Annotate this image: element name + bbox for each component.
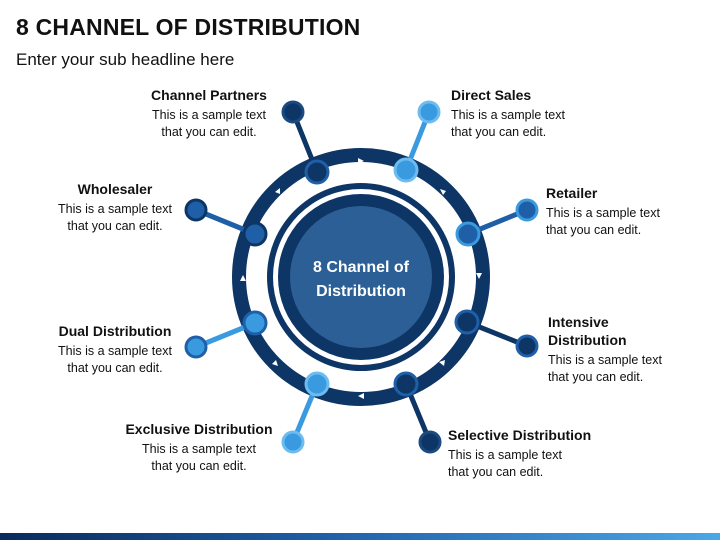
item-desc-line2: that you can edit. [448,465,544,479]
ring-arrow [272,360,278,366]
item-desc-line1: This is a sample text [546,206,660,220]
ring-arrow [240,275,246,281]
item-wholesaler: Wholesaler This is a sample text that yo… [30,180,200,235]
end-node-exclusive-distribution [281,430,305,454]
item-heading: Wholesaler [77,181,153,197]
ring-arrow [275,188,280,194]
ring-arrows [240,158,482,399]
ring-node [242,221,268,247]
ring-node [242,310,268,336]
item-exclusive-distribution: Exclusive Distribution This is a sample … [114,420,284,475]
item-desc-line1: This is a sample text [58,344,172,358]
item-desc-line1: This is a sample text [451,108,565,122]
item-heading: Retailer [546,185,598,201]
item-desc-line2: that you can edit. [548,370,644,384]
outer-ring [232,148,490,406]
ring-node [393,157,419,183]
page-subtitle: Enter your sub headline here [16,50,235,69]
ring-arrow [476,273,482,279]
item-retailer: Retailer This is a sample text that you … [546,184,716,239]
item-desc-line1: This is a sample text [58,202,172,216]
end-node-retailer [515,198,539,222]
item-selective-distribution: Selective Distribution This is a sample … [448,426,618,481]
item-desc-line2: that you can edit. [67,361,163,375]
ring-arrow [440,189,446,195]
end-node-intensive-distribution [515,334,539,358]
item-channel-partners: Channel Partners This is a sample text t… [124,86,294,141]
item-heading: Direct Sales [451,87,532,103]
item-desc-line2: that you can edit. [67,219,163,233]
bottom-accent-bar [0,533,720,540]
item-heading: Dual Distribution [58,323,172,339]
item-desc-line2: that you can edit. [546,223,642,237]
center-label-line2: Distribution [316,283,406,300]
ring-node [455,221,481,247]
end-node-channel-partners [281,100,305,124]
item-heading: Intensive Distribution [548,314,627,348]
item-desc-line1: This is a sample text [152,108,266,122]
item-desc-line1: This is a sample text [548,353,662,367]
item-direct-sales: Direct Sales This is a sample text that … [451,86,621,141]
page-title: 8 CHANNEL OF DISTRIBUTION [16,14,361,40]
item-heading: Selective Distribution [448,427,592,443]
end-node-wholesaler [184,198,208,222]
item-dual-distribution: Dual Distribution This is a sample text … [30,322,200,377]
item-desc-line1: This is a sample text [448,448,562,462]
ring-node [393,371,419,397]
ring-node [454,309,480,335]
ring-arrow [358,158,364,164]
item-desc-line2: that you can edit. [151,459,247,473]
item-intensive-distribution: Intensive Distribution This is a sample … [548,313,688,386]
end-node-direct-sales [417,100,441,124]
item-desc-line1: This is a sample text [142,442,256,456]
ring-arrow [439,360,445,366]
end-nodes [184,100,539,454]
center-disc [290,206,432,348]
ring-node [304,371,330,397]
item-heading: Exclusive Distribution [125,421,273,437]
ring-arrow [358,393,364,399]
item-desc-line2: that you can edit. [161,125,257,139]
item-heading: Channel Partners [151,87,267,103]
ring-nodes [242,157,481,397]
item-desc-line2: that you can edit. [451,125,547,139]
end-node-selective-distribution [418,430,442,454]
end-node-dual-distribution [184,335,208,359]
center-label-line1: 8 Channel of [313,259,410,276]
ring-node [304,159,330,185]
